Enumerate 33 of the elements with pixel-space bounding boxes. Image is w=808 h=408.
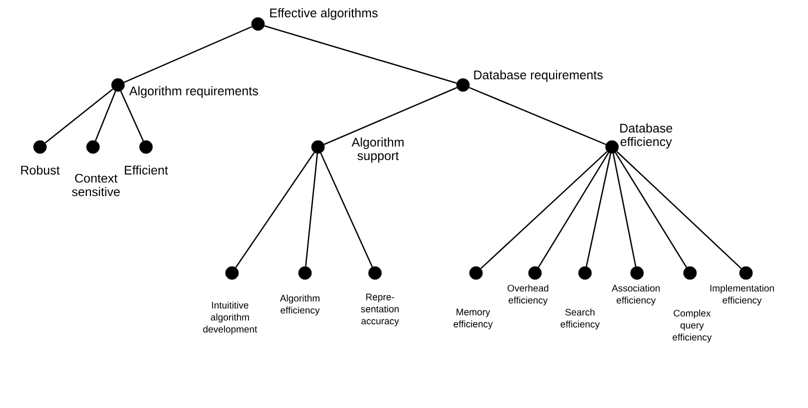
connector-line <box>616 151 742 269</box>
node-label: Algorithm requirements <box>129 86 258 98</box>
connector-line <box>94 90 116 142</box>
connector-line <box>586 153 612 267</box>
node-label: Repre- sentation accuracy <box>361 294 399 326</box>
node-label: Algorithm efficiency <box>280 294 320 316</box>
connector-line <box>124 26 252 83</box>
connector-line <box>324 87 458 145</box>
connector-line <box>120 90 144 142</box>
node-label: Efficient <box>124 165 168 175</box>
node-label: Database efficiency <box>620 123 672 149</box>
node-label: Association efficiency <box>612 284 660 306</box>
node-label: Implementation efficiency <box>710 284 774 306</box>
connector-line <box>614 152 688 268</box>
node-label: Effective algorithms <box>270 8 378 20</box>
connector-line <box>44 88 114 144</box>
connector-line <box>480 151 608 269</box>
connector-line <box>468 86 606 146</box>
node-label: Memory efficiency <box>454 308 493 330</box>
connector-line <box>538 152 610 268</box>
node-label: Robust <box>21 165 60 175</box>
node-label: Complex query efficiency <box>672 310 712 342</box>
connector-line <box>264 25 457 84</box>
connector-line <box>320 152 373 268</box>
connector-line <box>612 153 636 267</box>
node-label: Overhead efficiency <box>508 284 548 306</box>
node-label: Algorithm support <box>352 137 404 163</box>
connector-line <box>305 154 318 266</box>
node-label: Database requirements <box>474 70 603 82</box>
connector-line <box>235 152 315 268</box>
node-label: Intuititive algorithm development <box>203 302 258 334</box>
node-label: Context sensitive <box>72 174 120 196</box>
node-label: Search efficiency <box>560 308 600 330</box>
